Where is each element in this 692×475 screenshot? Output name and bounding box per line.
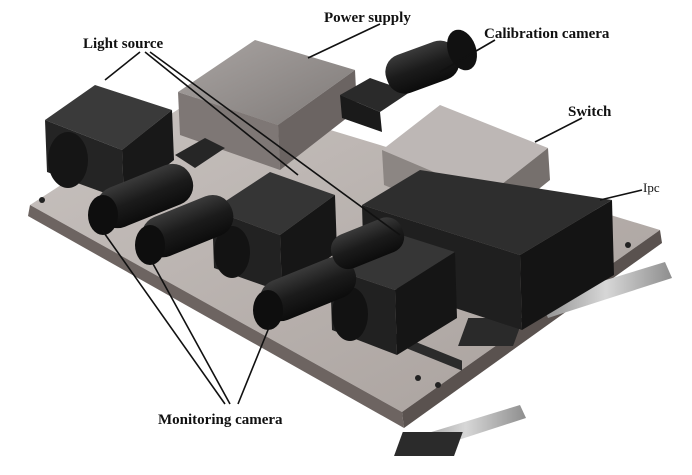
monitoring-camera-2 <box>135 194 234 265</box>
mounting-holes <box>39 197 631 388</box>
monitoring-camera-1 <box>88 138 225 235</box>
label-ipc: Ipc <box>643 180 660 195</box>
label-light-source: Light source <box>83 36 163 52</box>
monitoring-camera-4 <box>330 217 405 270</box>
label-monitoring-camera: Monitoring camera <box>158 412 283 428</box>
light-source-middle <box>212 172 337 292</box>
label-power-supply: Power supply <box>324 10 411 26</box>
label-switch: Switch <box>568 104 612 120</box>
power-supply <box>178 40 357 170</box>
monitoring-camera-3 <box>253 256 357 330</box>
light-source-left <box>45 85 174 200</box>
light-source-right <box>330 232 457 355</box>
leader-lines <box>101 23 643 405</box>
label-calibration-camera: Calibration camera <box>484 26 610 42</box>
calibration-camera <box>340 29 477 132</box>
support-feet <box>394 262 672 456</box>
